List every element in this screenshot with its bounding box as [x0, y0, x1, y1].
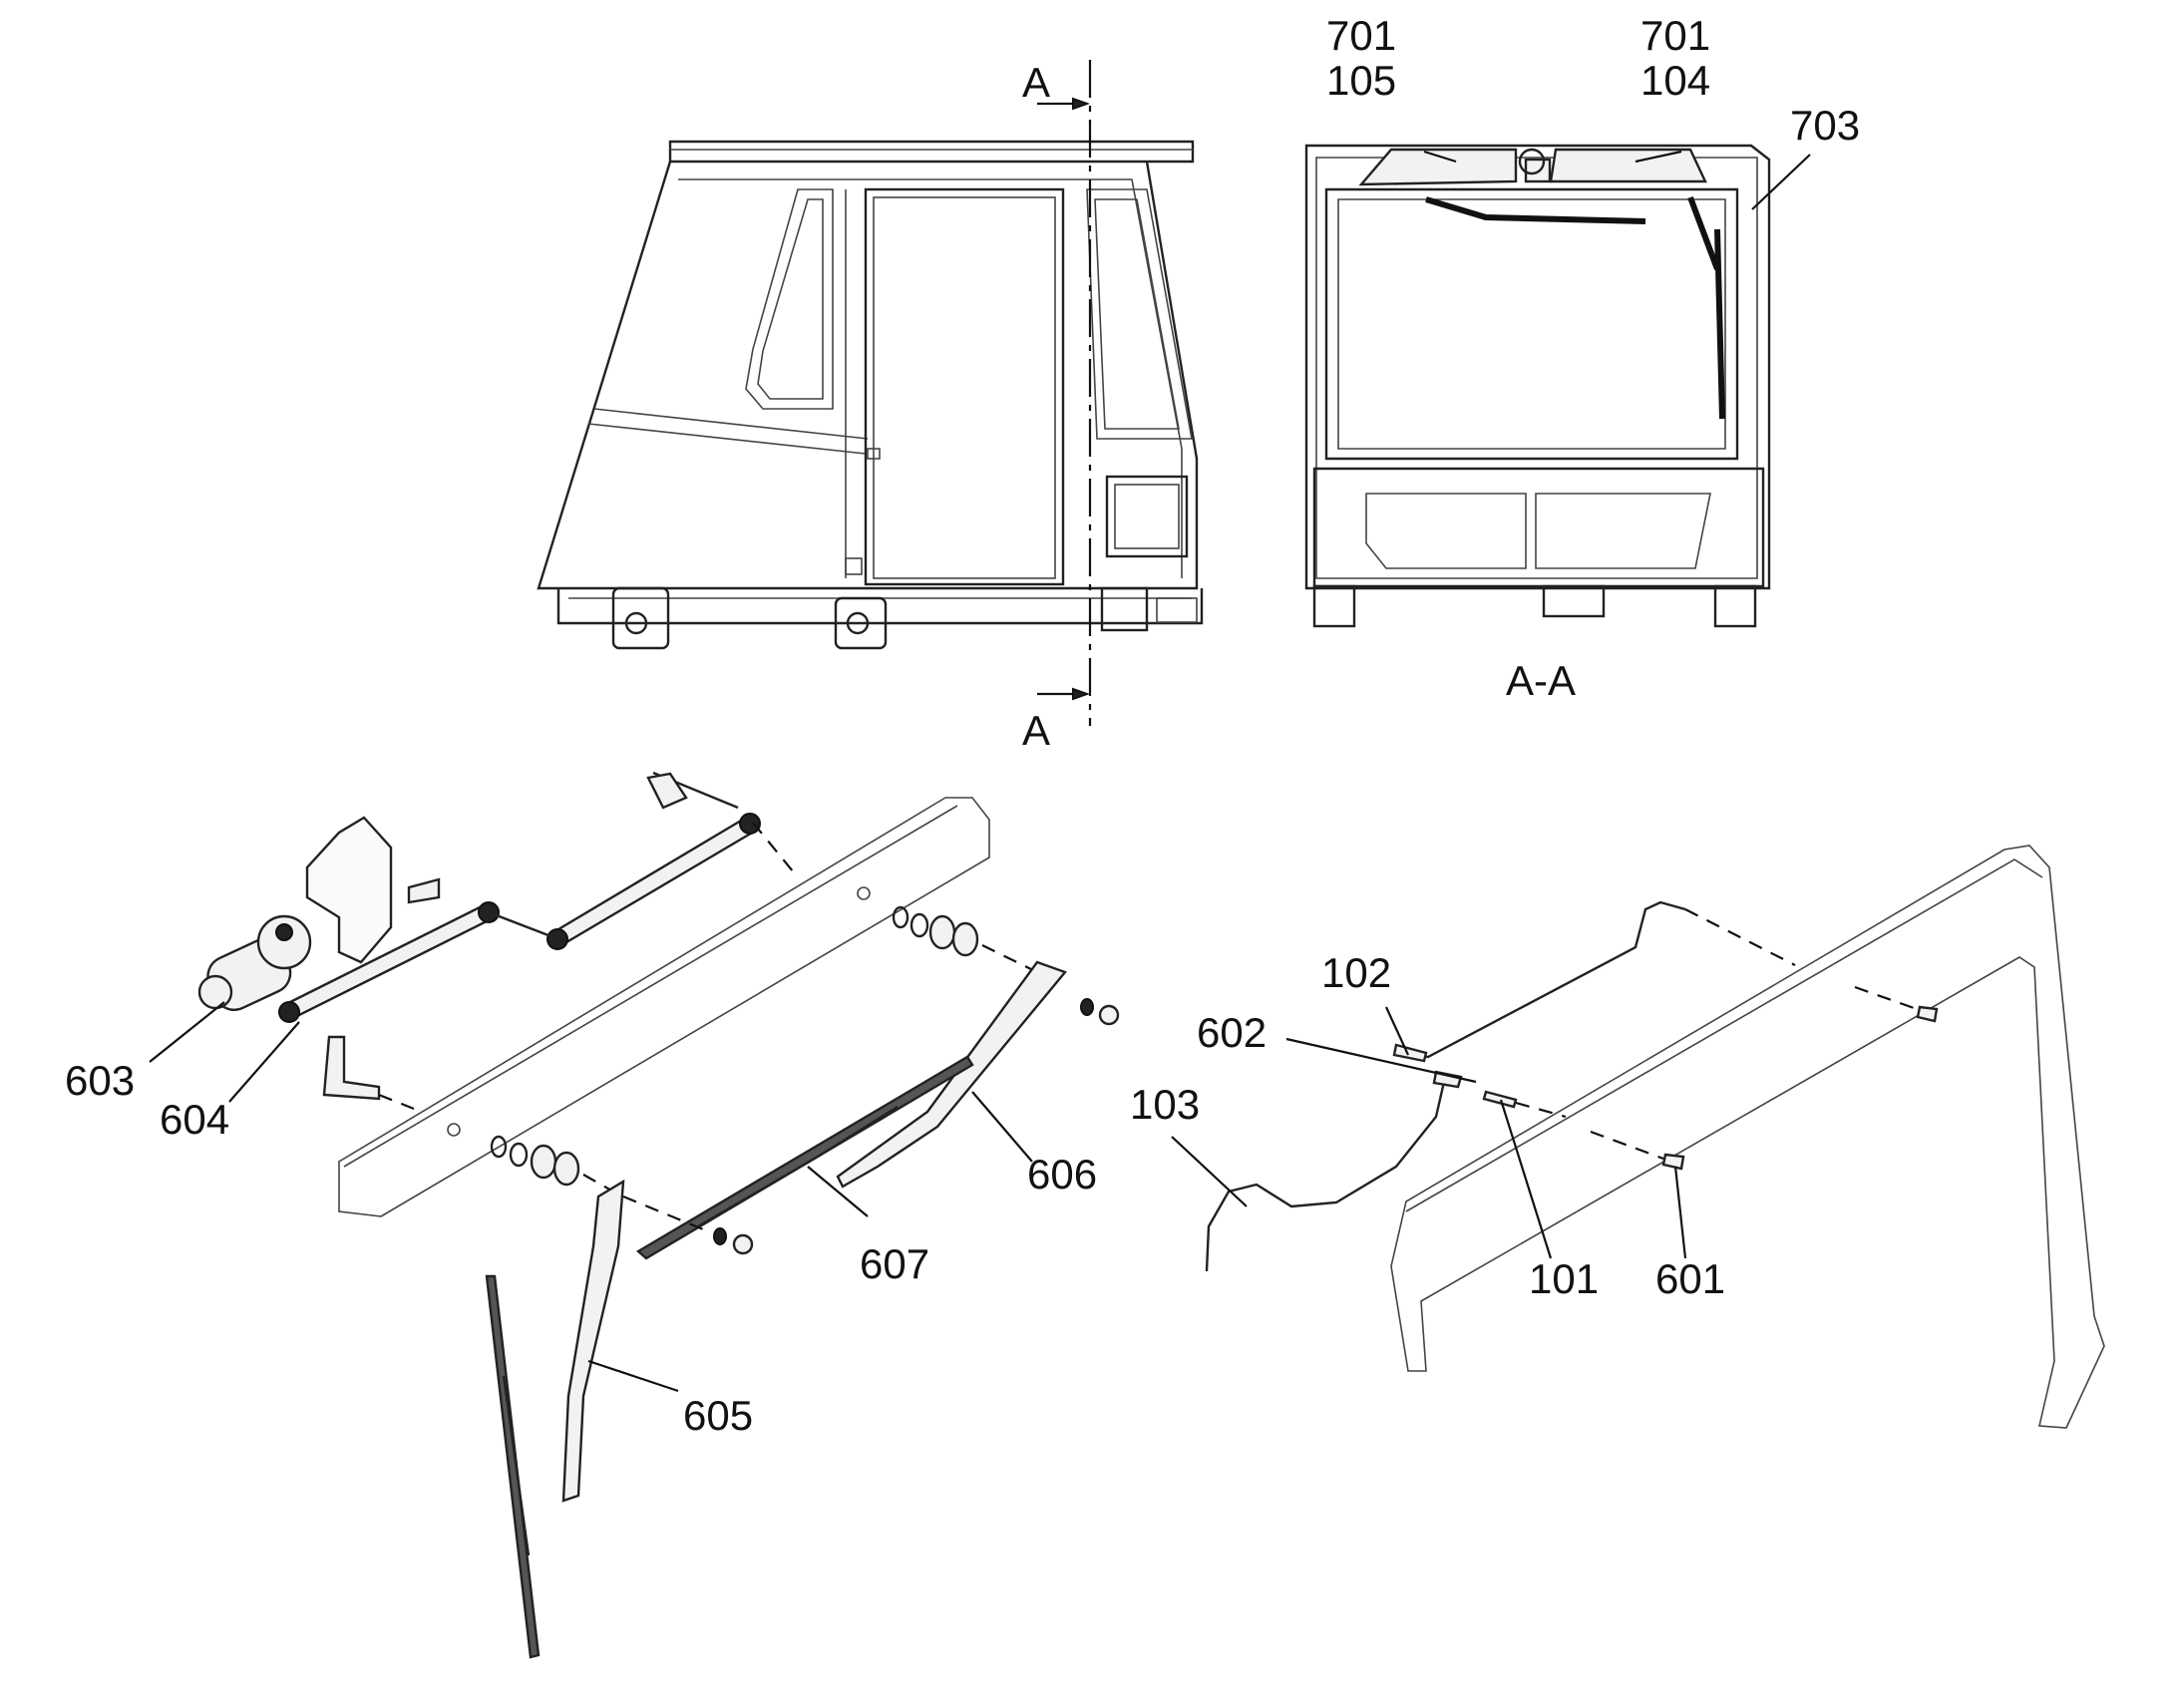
callout-703: 703 [1790, 102, 1860, 149]
washer-system [1205, 845, 2105, 1429]
callout-103: 103 [1130, 1081, 1200, 1128]
wiper-motor-603 [197, 914, 312, 1011]
wiper-blade-607 [635, 1055, 974, 1260]
callout-606: 606 [1027, 1151, 1097, 1197]
callout-602: 602 [1197, 1009, 1267, 1056]
callout-102: 102 [1321, 949, 1391, 996]
callout-701-left: 701 [1326, 12, 1396, 59]
callout-104: 104 [1640, 57, 1710, 104]
callout-605: 605 [683, 1392, 753, 1439]
cab-section-view [1304, 144, 1771, 628]
section-marker-bottom: A [1022, 707, 1050, 754]
leader-lines [149, 150, 1811, 1393]
callout-labels: A A A-A 701 105 701 104 703 603 604 606 … [65, 12, 1860, 1439]
callout-603: 603 [65, 1057, 135, 1104]
cab-side-view [537, 60, 1204, 726]
callout-101: 101 [1529, 1255, 1599, 1302]
wiper-arm-606 [836, 960, 1120, 1189]
linkage-rod-604 [278, 771, 761, 1023]
front-wiper-mechanism [197, 771, 1120, 1659]
callout-607: 607 [860, 1240, 929, 1287]
callout-105: 105 [1326, 57, 1396, 104]
callout-601: 601 [1655, 1255, 1725, 1302]
wiper-arm-605 [561, 1179, 754, 1503]
section-marker-top: A [1022, 59, 1050, 106]
callout-604: 604 [160, 1096, 229, 1143]
section-view-label: A-A [1506, 657, 1576, 704]
callout-701-right: 701 [1640, 12, 1710, 59]
